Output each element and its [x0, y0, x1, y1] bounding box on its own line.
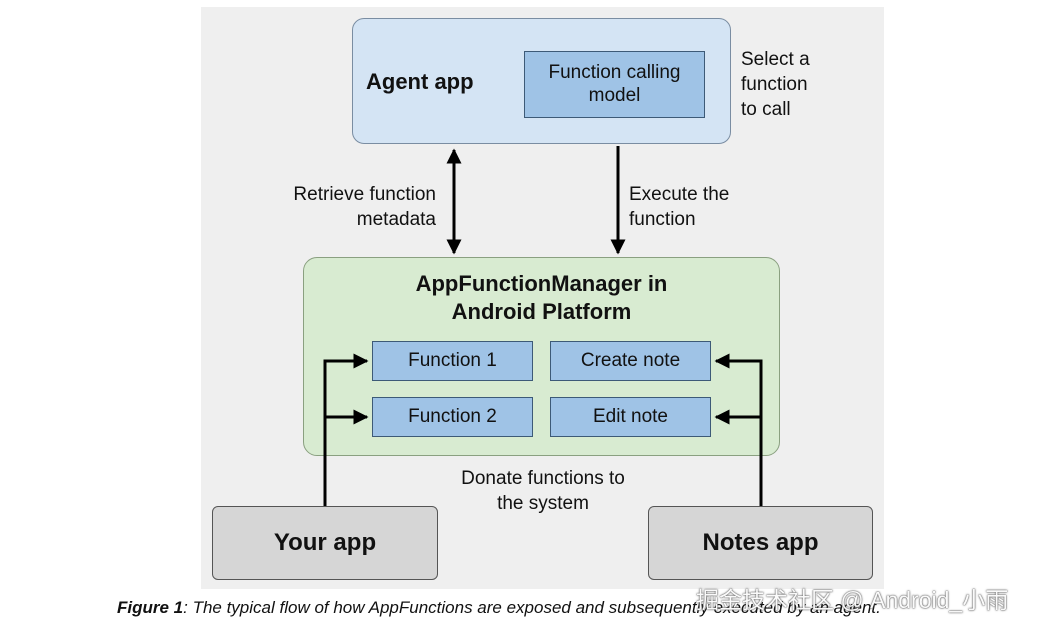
edit-note-box: Edit note: [550, 397, 711, 437]
create-note-box: Create note: [550, 341, 711, 381]
side-note-line-2: function: [741, 74, 808, 95]
agent-side-note: Select a function to call: [741, 47, 810, 122]
execute-line-1: Execute the: [629, 184, 730, 205]
caption-text: : The typical flow of how AppFunctions a…: [183, 598, 881, 617]
retrieve-metadata-label: Retrieve function metadata: [270, 182, 436, 232]
manager-title: AppFunctionManager in Android Platform: [303, 270, 780, 326]
notes-app-to-create-note-arrow: [714, 353, 763, 506]
function-2-box: Function 2: [372, 397, 533, 437]
caption-prefix: Figure 1: [117, 598, 184, 617]
watermark: 掘金技术社区 @ Android_小雨: [696, 587, 1009, 613]
function-calling-model-label: Function calling model: [548, 61, 681, 106]
your-app-box: Your app: [212, 506, 438, 580]
execute-line-2: function: [629, 209, 696, 230]
retrieve-line-2: metadata: [356, 209, 436, 230]
notes-app-box: Notes app: [648, 506, 873, 580]
donate-functions-label: Donate functions to the system: [443, 466, 643, 516]
function-calling-model-box: Function calling model: [524, 51, 705, 118]
execute-function-label: Execute the function: [629, 182, 729, 232]
manager-title-line-2: Android Platform: [451, 299, 632, 324]
function-1-box: Function 1: [372, 341, 533, 381]
donate-line-2: the system: [497, 493, 589, 514]
figure-caption: Figure 1: The typical flow of how AppFun…: [117, 598, 881, 618]
agent-app-title: Agent app: [366, 69, 474, 94]
manager-title-line-1: AppFunctionManager in: [415, 271, 668, 296]
side-note-line-1: Select a: [741, 49, 810, 70]
side-note-line-3: to call: [741, 99, 791, 120]
retrieve-line-1: Retrieve function: [293, 184, 436, 205]
your-app-to-function-1-arrow: [323, 353, 369, 506]
donate-line-1: Donate functions to: [461, 468, 625, 489]
